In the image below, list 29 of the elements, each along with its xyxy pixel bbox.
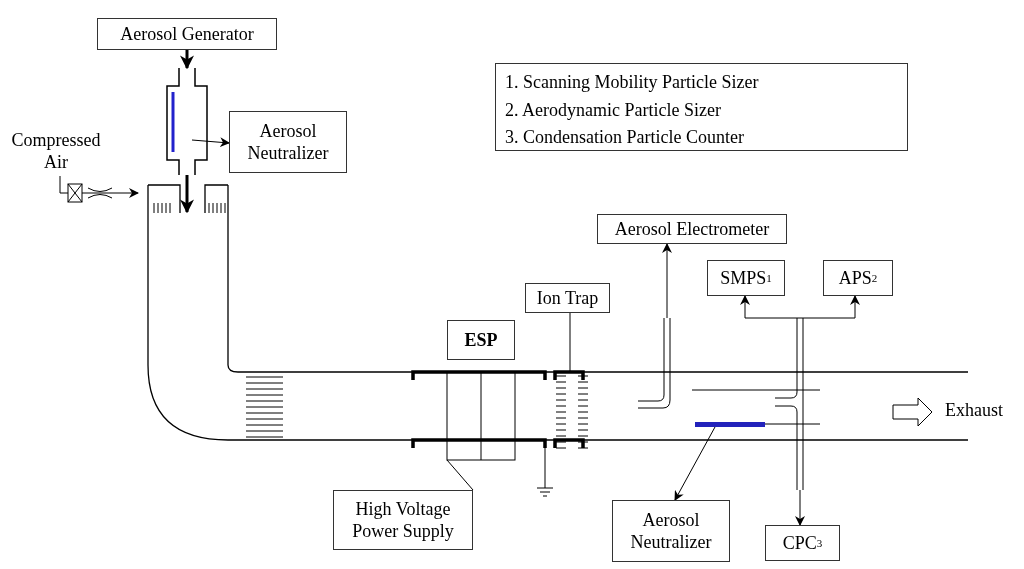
arrow (740, 295, 801, 319)
arrow (191, 137, 230, 148)
exhaust-label: Exhaust (945, 400, 1003, 421)
instrument-box: Aerosol Generator (97, 18, 277, 50)
instrument-box: Aerosol Neutralizer (229, 111, 347, 173)
instrument-box: APS$^{2}$ (823, 260, 893, 296)
instrument-box: CPC$^{3}$ (765, 525, 840, 561)
arrow (674, 426, 716, 501)
esp-electrodes (447, 372, 515, 460)
connector-line (446, 459, 474, 491)
note-text: 2. Aerodynamic Particle Sizer (505, 100, 721, 121)
note-text: 1. Scanning Mobility Particle Sizer (505, 72, 759, 93)
instrument-box: Aerosol Electrometer (597, 214, 787, 244)
arrow (59, 175, 139, 198)
instrument-box: SMPS$^{1}$ (707, 260, 785, 296)
arrow (795, 489, 805, 526)
note-text: 3. Condensation Particle Counter (505, 127, 744, 148)
neutralizer-tube (166, 68, 208, 175)
instrument-box: Ion Trap (525, 283, 610, 313)
arrow (662, 243, 672, 319)
connector-line (569, 312, 571, 373)
instrument-box: ESP (447, 320, 515, 360)
instrument-box: Aerosol Neutralizer (612, 500, 730, 562)
inlet-label: Compressed Air (0, 126, 112, 176)
arrow (799, 295, 860, 319)
instrument-box: High Voltage Power Supply (333, 490, 473, 550)
arrow (180, 175, 194, 214)
arrow (180, 50, 194, 70)
neutralizer-strip (695, 422, 765, 427)
